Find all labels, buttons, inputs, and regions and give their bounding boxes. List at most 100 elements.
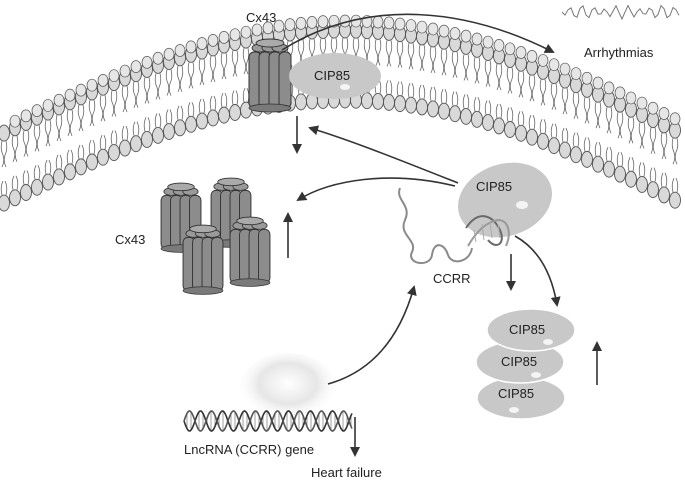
lipid-head xyxy=(9,189,21,207)
lipid-head xyxy=(53,93,65,107)
label-cx43-internal: Cx43 xyxy=(115,232,145,247)
lipid-tails xyxy=(660,132,668,187)
lipid-tails xyxy=(77,104,85,159)
lipid-head xyxy=(141,56,153,69)
lipid-head xyxy=(669,112,681,126)
arrow-nucleus-to-ccrr xyxy=(327,285,417,385)
lipid-tails xyxy=(198,58,206,114)
lipid-head xyxy=(86,153,98,171)
lipid-tails xyxy=(418,44,426,99)
lipid-head xyxy=(449,105,461,123)
lipid-head xyxy=(163,47,175,61)
lipid-tails xyxy=(132,81,140,136)
lipid-head xyxy=(647,101,659,115)
lipid-head xyxy=(405,19,417,32)
lipid-head xyxy=(20,109,32,123)
lipid-tails xyxy=(649,127,657,182)
lipid-tails xyxy=(121,85,129,141)
lipid-head xyxy=(196,37,208,50)
lipid-head xyxy=(504,121,516,138)
lipid-head xyxy=(460,107,472,125)
lipid-head xyxy=(603,81,615,95)
lipid-head xyxy=(636,96,648,110)
lipid-head xyxy=(647,181,659,199)
nucleus-blob xyxy=(240,353,336,421)
lipid-head xyxy=(207,34,219,47)
arrow-cx43-to-arrhythmias xyxy=(281,13,555,53)
lipid-tails xyxy=(473,57,481,112)
lipid-head xyxy=(108,69,120,83)
lipid-tails xyxy=(99,95,107,150)
cx43-channel xyxy=(182,224,224,295)
label-cx43-membrane: Cx43 xyxy=(246,10,276,25)
lipid-head xyxy=(196,112,208,130)
lipid-tails xyxy=(671,138,679,193)
cip85-upregulated-stack xyxy=(475,308,576,420)
arrhythmia-trace xyxy=(561,4,680,21)
lipid-head xyxy=(581,150,593,168)
lipid-head xyxy=(559,62,571,76)
lipid-head xyxy=(548,137,560,155)
label-cip85-membrane: CIP85 xyxy=(314,68,350,83)
lipid-tails xyxy=(209,55,217,111)
lipid-tails xyxy=(451,51,459,106)
lipid-head xyxy=(394,95,406,113)
lipid-head xyxy=(20,184,32,201)
lipid-head xyxy=(625,170,637,188)
lipid-head xyxy=(31,178,43,196)
arrow-cip85-to-membrane xyxy=(308,125,459,184)
lipid-tails xyxy=(242,48,250,103)
lipid-tails xyxy=(484,60,492,115)
lipid-tails xyxy=(429,46,437,102)
lipid-tails xyxy=(638,122,646,177)
lipid-head xyxy=(42,99,54,112)
lipid-head xyxy=(438,102,450,120)
lipid-tails xyxy=(11,135,19,190)
lipid-head xyxy=(449,27,461,40)
cx43-channel xyxy=(229,216,271,287)
lipid-head xyxy=(493,38,505,52)
lipid-head xyxy=(86,78,98,92)
lipid-head xyxy=(372,92,384,110)
lipid-tails xyxy=(506,67,514,122)
lipid-tails xyxy=(22,130,30,185)
lipid-head xyxy=(658,186,670,204)
lipid-head xyxy=(372,15,384,29)
lipid-head xyxy=(460,29,472,43)
lipid-head xyxy=(240,25,252,39)
lipid-tails xyxy=(583,97,591,152)
lipid-head xyxy=(570,146,582,164)
lipid-tails xyxy=(143,77,151,132)
lipid-head xyxy=(405,96,417,114)
lipid-head xyxy=(471,110,483,128)
lipid-head xyxy=(163,123,175,140)
lipid-head xyxy=(416,98,428,116)
lipid-head xyxy=(581,71,593,85)
cx43-channel xyxy=(248,38,292,113)
lipid-tails xyxy=(385,40,393,95)
cell-membrane-bilayer xyxy=(0,14,681,212)
lipid-head xyxy=(636,175,648,193)
lipid-head xyxy=(75,83,87,97)
lipid-tails xyxy=(231,50,239,105)
lipid-head xyxy=(295,17,307,30)
lipid-head xyxy=(416,20,428,34)
lipid-head xyxy=(438,24,450,38)
lipid-tails xyxy=(616,112,624,167)
lipid-head xyxy=(482,35,494,49)
lipid-head xyxy=(592,155,604,173)
lipid-head xyxy=(625,91,637,105)
lncrna-gene-dna xyxy=(183,410,353,432)
lipid-head xyxy=(427,100,439,118)
lipid-head xyxy=(152,126,164,144)
label-lncrna-gene: LncRNA (CCRR) gene xyxy=(184,442,314,457)
lipid-tails xyxy=(110,90,118,145)
lipid-head xyxy=(75,158,87,176)
lipid-tails xyxy=(220,53,228,108)
lipid-head xyxy=(229,104,241,121)
lipid-head xyxy=(31,104,43,117)
lipid-head xyxy=(130,135,142,153)
lipid-head xyxy=(317,15,329,29)
lipid-head xyxy=(394,17,406,31)
